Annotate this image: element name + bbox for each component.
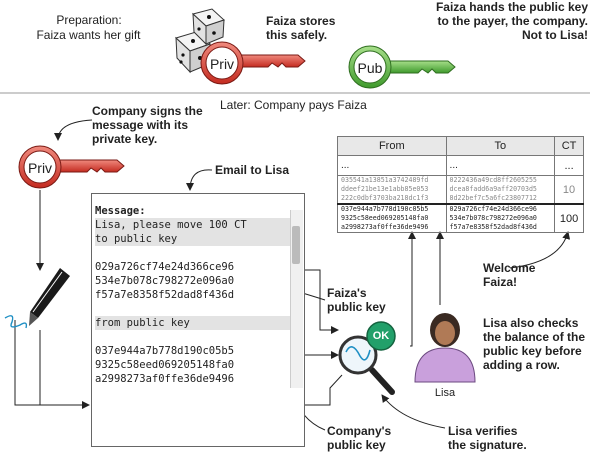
- faiza-private-key-icon: [200, 41, 306, 85]
- email-line: 029a726cf74e24d366ce96: [95, 261, 235, 273]
- ok-badge: [366, 321, 396, 351]
- verify-callout-line-1: Lisa verifies: [448, 424, 518, 438]
- lisa-avatar: [414, 313, 476, 383]
- pen-to-signature-arrow: [14, 320, 90, 409]
- ledger-header-from: From: [337, 136, 447, 156]
- pen-icon: [4, 268, 70, 329]
- priv-key-label: Priv: [209, 56, 235, 72]
- ledger-cell-ct: 100: [554, 203, 584, 233]
- email-line: to public key: [95, 232, 290, 246]
- email-to-verify-arrow: [305, 269, 339, 334]
- pub-key-label: Pub: [357, 60, 383, 76]
- email-line: f57a7e8358f52dad8f436d: [95, 289, 235, 301]
- ledger-table: From To CT ... ... ... 035541a13851a3742…: [337, 136, 584, 233]
- table-row: ... ... ...: [337, 155, 584, 176]
- company-note-line-2: message with its: [92, 118, 189, 132]
- faiza-key-callout-line-1: Faiza's: [327, 286, 367, 300]
- ledger-cell-to: 029a726cf74e24d366ce96 534e7b078c798272e…: [445, 203, 556, 233]
- priv-note-line-2: this safely.: [266, 28, 328, 42]
- later-heading: Later: Company pays Faiza: [220, 98, 367, 112]
- verify-callout-line-2: the signature.: [448, 438, 527, 452]
- faiza-key-callout-line-2: public key: [327, 300, 386, 314]
- email-scrollbar-thumb[interactable]: [292, 226, 300, 264]
- email-header: Message:: [95, 205, 146, 217]
- ledger-cell-to: ...: [445, 155, 556, 176]
- company-note-line-1: Company signs the: [92, 104, 203, 118]
- company-note-line-3: private key.: [92, 132, 158, 146]
- company-key-callout-line-1: Company's: [327, 424, 392, 438]
- pub-note-line-2: to the payer, the company.: [437, 14, 588, 28]
- magnifier-icon: [338, 335, 395, 395]
- welcome-callout-arrow: [509, 231, 571, 269]
- ledger-cell-to: 0222436a49cd8ff2605255 dcea8fadd6a9aff20…: [445, 175, 556, 205]
- checks-callout-line-3: public key before: [483, 344, 582, 358]
- email-line: 037e944a7b778d190c05b5: [95, 345, 235, 357]
- ledger-cell-from: 035541a13851a3742489fd ddeef21be13e1abb8…: [337, 175, 447, 205]
- table-row: 037e944a7b778d190c05b5 9325c58eed0692051…: [337, 203, 584, 233]
- welcome-callout-line-2: Faiza!: [483, 275, 518, 289]
- company-callout-arrow: [54, 119, 93, 141]
- ledger-header-ct: CT: [554, 136, 584, 156]
- preparation-subtitle: Faiza wants her gift: [36, 28, 141, 42]
- checks-callout-line-1: Lisa also checks: [483, 316, 579, 330]
- email-line: Lisa, please move 100 CT: [95, 218, 290, 232]
- company-private-key-icon: [18, 145, 125, 189]
- ledger-cell-from: ...: [337, 155, 447, 176]
- checks-callout-line-2: the balance of the: [483, 330, 586, 344]
- lisa-label: Lisa: [434, 387, 456, 399]
- email-line: 534e7b078c798272e096a0: [95, 275, 235, 287]
- ledger-cell-from: 037e944a7b778d190c05b5 9325c58eed0692051…: [337, 203, 447, 233]
- ok-badge-label: OK: [372, 330, 390, 342]
- email-line: from public key: [95, 316, 290, 330]
- checks-callout-line-4: adding a row.: [483, 358, 560, 372]
- email-line: [95, 330, 290, 344]
- pub-note-line-1: Faiza hands the public key: [435, 0, 588, 14]
- verify-callout-arrow: [381, 394, 446, 429]
- email-line: [95, 246, 290, 260]
- faiza-public-key-icon: [348, 45, 456, 89]
- email-label-arrow: [186, 169, 213, 191]
- email-line: [95, 302, 290, 316]
- signature-to-verify-line: [305, 374, 343, 406]
- ledger-header-row: From To CT: [337, 136, 584, 156]
- company-key-callout-line-2: public key: [327, 438, 386, 452]
- ledger-cell-ct: ...: [554, 155, 584, 176]
- email-line: 9325c58eed069205148fa0: [95, 359, 235, 371]
- verify-to-table-arrow: [408, 231, 416, 347]
- email-label: Email to Lisa: [215, 163, 290, 177]
- email-body: Message: Lisa, please move 100 CT to pub…: [95, 204, 290, 386]
- email-line: a2998273af0ffe36de9496: [95, 373, 235, 385]
- welcome-callout-line-1: Welcome: [483, 261, 536, 275]
- ledger-cell-ct: 10: [554, 175, 584, 205]
- preparation-title: Preparation:: [56, 13, 122, 27]
- table-row: 035541a13851a3742489fd ddeef21be13e1abb8…: [337, 175, 584, 205]
- pub-note-line-3: Not to Lisa!: [522, 28, 588, 42]
- priv-note-line-1: Faiza stores: [266, 14, 336, 28]
- ledger-header-to: To: [445, 136, 556, 156]
- company-key-label: Priv: [27, 160, 53, 176]
